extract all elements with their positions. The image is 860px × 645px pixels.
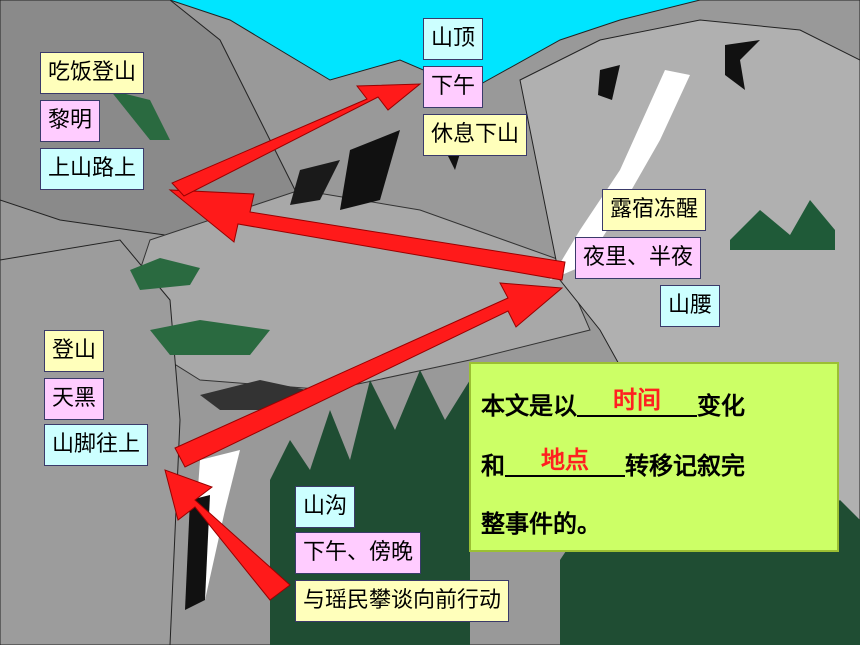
label-climb: 登山 — [44, 330, 105, 372]
label-foot-upward: 山脚往上 — [44, 424, 149, 466]
arrow-topleft-to-summit — [171, 83, 422, 197]
summary-line-3: 整事件的。 — [481, 504, 601, 539]
summary-box: 本文是以时间变化 和地点转移记叙完 整事件的。 — [469, 362, 839, 552]
summary-text: 变化 — [697, 392, 745, 420]
summary-text: 和 — [481, 452, 505, 480]
forest — [270, 370, 470, 645]
label-rest-descend: 休息下山 — [423, 114, 528, 156]
label-gully: 山沟 — [295, 486, 356, 528]
label-dawn: 黎明 — [40, 100, 101, 142]
blank-time: 时间 — [577, 380, 697, 417]
summary-line-2: 和地点转移记叙完 — [481, 446, 745, 483]
arrow-mid-to-topleft — [168, 189, 566, 281]
summary-line-1: 本文是以时间变化 — [481, 386, 745, 423]
label-afternoon-evening: 下午、傍晚 — [295, 532, 422, 574]
arrow-bottom-to-left — [164, 469, 291, 601]
arrows — [164, 83, 566, 601]
label-summit: 山顶 — [423, 18, 484, 60]
label-talk-move-on: 与瑶民攀谈向前行动 — [295, 580, 510, 622]
arrow-left-to-mid — [174, 282, 564, 468]
crevice — [340, 130, 400, 210]
label-mountainside: 山腰 — [660, 285, 721, 327]
crevice — [290, 160, 340, 205]
summary-text: 本文是以 — [481, 392, 577, 420]
label-dark: 天黑 — [44, 378, 105, 420]
blank-place: 地点 — [505, 440, 625, 477]
label-night-midnight: 夜里、半夜 — [575, 237, 702, 279]
forest — [130, 258, 200, 290]
forest — [730, 200, 835, 250]
summary-text: 转移记叙完 — [625, 452, 745, 480]
label-afternoon-summit: 下午 — [423, 66, 484, 108]
crevice — [598, 65, 620, 100]
summary-text: 整事件的。 — [481, 510, 601, 538]
forest — [110, 90, 170, 140]
waterfall — [550, 70, 690, 280]
label-camp-wake: 露宿冻醒 — [602, 189, 707, 231]
forest — [150, 320, 270, 355]
crevice — [725, 40, 760, 90]
label-on-the-way-up: 上山路上 — [40, 148, 145, 190]
crevice — [185, 495, 210, 610]
label-eat-climb: 吃饭登山 — [40, 52, 145, 94]
